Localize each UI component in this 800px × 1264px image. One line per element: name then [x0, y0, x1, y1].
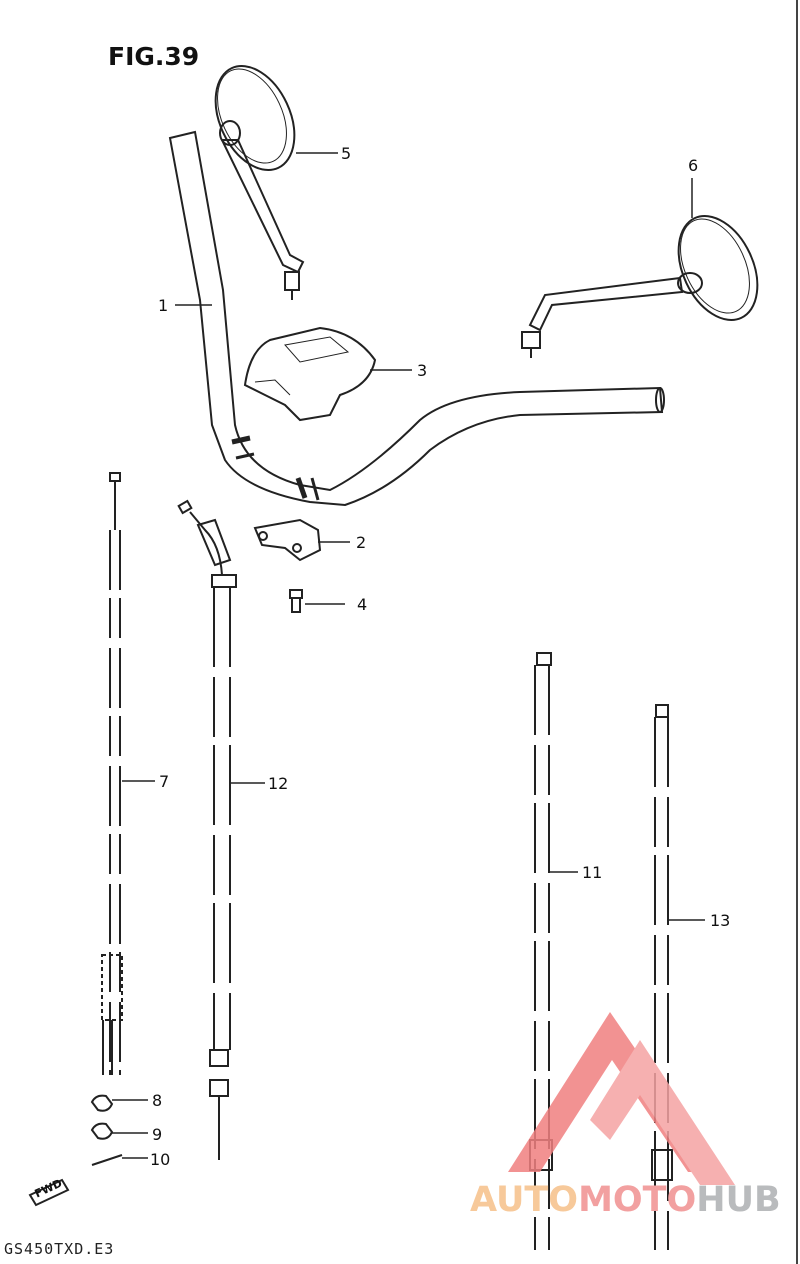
right-mirror [521, 215, 759, 358]
small-parts [90, 1094, 123, 1166]
figure-title: FIG.39 [108, 42, 200, 71]
callout-10: 10 [150, 1150, 171, 1169]
callout-3: 3 [417, 361, 428, 380]
callout-13: 13 [710, 911, 731, 930]
handlebar [168, 130, 665, 507]
cable-7 [101, 472, 123, 1075]
callout-5: 5 [341, 144, 352, 163]
leader-lines [112, 152, 705, 1159]
cable-12 [177, 499, 237, 1160]
callout-8: 8 [152, 1091, 163, 1110]
callout-1: 1 [158, 296, 169, 315]
watermark-part-b: MOTO [578, 1180, 697, 1220]
part-8 [90, 1094, 114, 1112]
bolt [289, 589, 303, 613]
cable-clamp [253, 518, 322, 562]
watermark-logo [508, 1012, 735, 1185]
callout-4: 4 [357, 595, 368, 614]
part-9 [90, 1122, 114, 1140]
watermark-text: AUTOMOTOHUB [470, 1180, 781, 1220]
handlebar-holder [243, 326, 377, 422]
callout-2: 2 [356, 533, 367, 552]
model-code: GS450TXD.E3 [4, 1240, 115, 1258]
callout-6: 6 [688, 156, 699, 175]
callout-12: 12 [268, 774, 289, 793]
callout-7: 7 [159, 772, 170, 791]
callout-11: 11 [582, 863, 603, 882]
watermark-part-a: AUTO [470, 1180, 579, 1220]
watermark-part-c: HUB [696, 1180, 781, 1220]
callout-9: 9 [152, 1125, 163, 1144]
part-10 [91, 1154, 123, 1166]
cable-13 [651, 704, 673, 1250]
left-mirror [214, 65, 305, 300]
fwd-arrow [28, 1178, 70, 1207]
